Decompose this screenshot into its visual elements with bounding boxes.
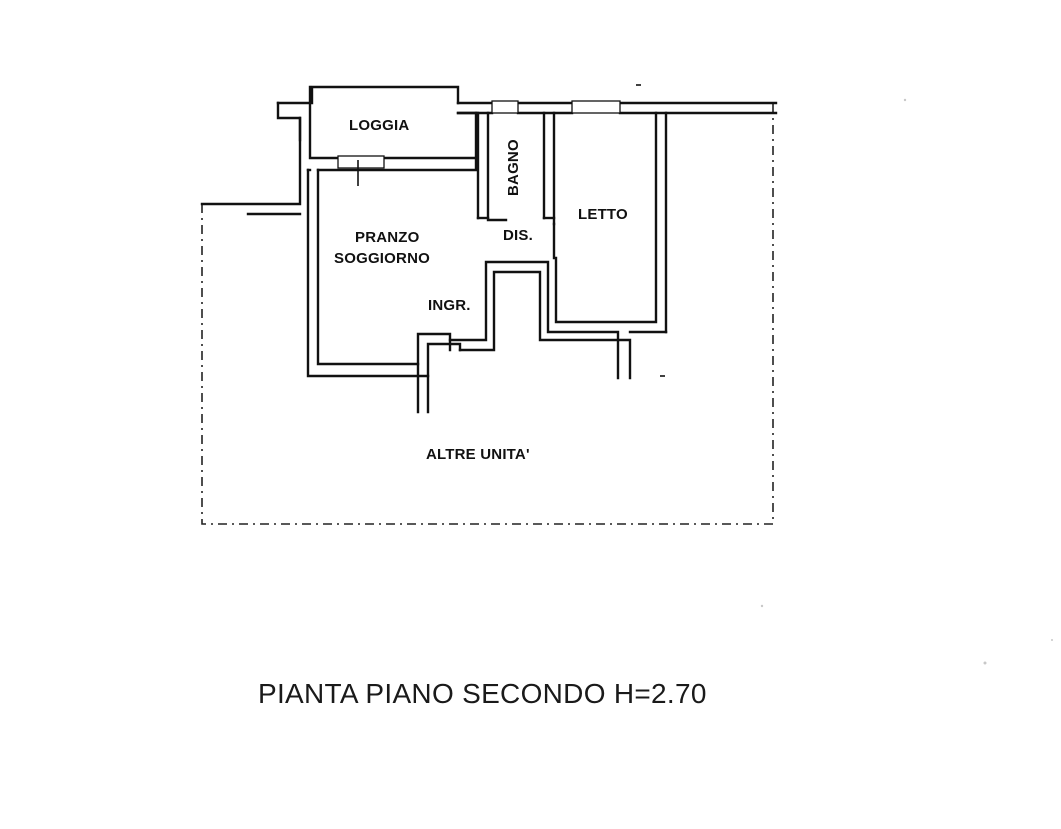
bedroom-window [571,100,621,114]
room-label-soggiorno: SOGGIORNO [334,250,430,267]
room-label-dis: DIS. [503,227,533,244]
room-label-letto: LETTO [578,206,628,223]
room-label-loggia: LOGGIA [349,117,409,134]
property-boundary [201,104,774,525]
bathroom-walls [476,111,556,226]
room-label-ingresso: INGR. [428,297,471,314]
bedroom-walls [552,111,668,334]
plan-title: PIANTA PIANO SECONDO H=2.70 [258,678,707,709]
entry-walls [416,260,632,380]
bathroom-window [491,100,519,114]
room-label-bagno: BAGNO [505,139,522,196]
room-label-altre-unita: ALTRE UNITA' [426,446,530,463]
living-walls [200,116,478,414]
room-label-pranzo: PRANZO [355,229,420,246]
loggia-door [337,155,385,169]
